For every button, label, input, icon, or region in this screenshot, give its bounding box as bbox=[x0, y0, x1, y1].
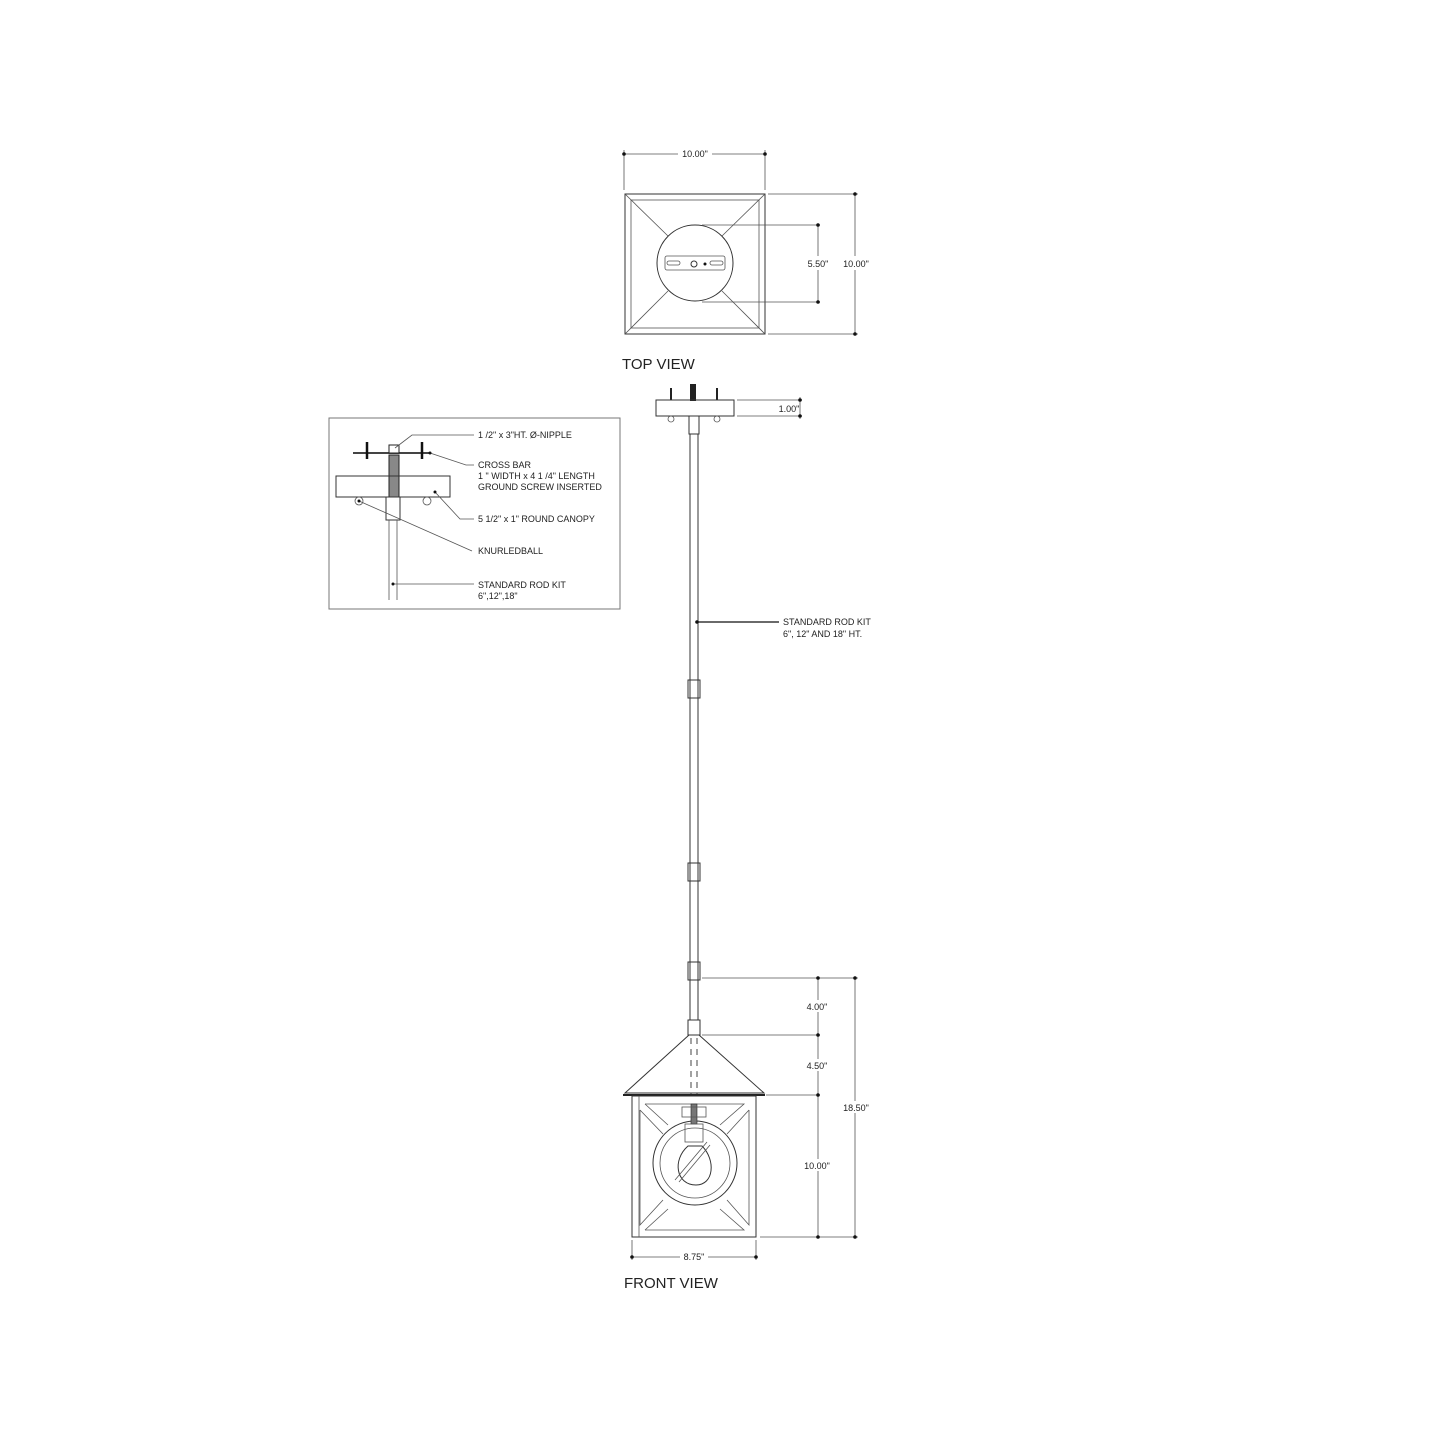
front-view-lantern: 4.00" 4.50" 10.00" 18.50" 8.75" FRONT VI… bbox=[623, 976, 869, 1292]
crossbar-label: CROSS BAR bbox=[478, 460, 532, 470]
lantern-width-label: 8.75" bbox=[684, 1252, 705, 1262]
canopy-circle bbox=[656, 224, 734, 302]
canopy-diameter-dimension: 5.50" bbox=[702, 223, 828, 304]
top-width-label: 10.00" bbox=[682, 149, 708, 159]
canopy-height-label: 1.00" bbox=[779, 404, 800, 414]
rod-callout-line2: 6", 12" AND 18" HT. bbox=[783, 629, 862, 639]
top-view-roof-hips bbox=[624, 193, 766, 335]
light-bulb-icon bbox=[677, 1145, 712, 1186]
canopy-diameter-label: 5.50" bbox=[808, 259, 829, 269]
canopy bbox=[655, 399, 735, 417]
top-depth-label: 10.00" bbox=[843, 259, 869, 269]
knurled-ball-label: KNURLEDBALL bbox=[478, 546, 543, 556]
top-view-outer-square bbox=[624, 193, 766, 335]
top-view-inner-square bbox=[630, 199, 760, 329]
top-depth-dimension: 10.00" bbox=[768, 192, 869, 336]
body-height-label: 10.00" bbox=[804, 1161, 830, 1171]
neck-height-label: 4.00" bbox=[807, 1002, 828, 1012]
canopy-label: 5 1/2" x 1" ROUND CANOPY bbox=[478, 514, 595, 524]
mounting-detail-inset: 1 /2" x 3"HT. Ø-NIPPLE CROSS BAR 1 " WID… bbox=[328, 417, 621, 610]
roof-height-label: 4.50" bbox=[807, 1061, 828, 1071]
rod-coupling bbox=[687, 679, 701, 699]
canopy-height-dimension: 1.00" bbox=[737, 397, 802, 419]
height-dimensions: 4.00" 4.50" 10.00" 18.50" bbox=[702, 976, 869, 1239]
rod-coupling bbox=[687, 862, 701, 882]
lantern-roof bbox=[623, 1034, 766, 1094]
rod-lengths-label: 6",12",18" bbox=[478, 591, 518, 601]
crossbar-plate bbox=[664, 255, 726, 271]
front-view-title: FRONT VIEW bbox=[624, 1275, 719, 1292]
top-width-dimension: 10.00" bbox=[622, 149, 767, 190]
top-view: 10.00" 10.00" 5.50" TOP VIEW bbox=[622, 149, 869, 373]
total-height-label: 18.50" bbox=[843, 1103, 869, 1113]
ground-screw-label: GROUND SCREW INSERTED bbox=[478, 482, 602, 492]
canopy-and-rod: 1.00" STANDARD ROD KIT 6", 12" AND 18" H… bbox=[655, 384, 871, 1020]
rod-callout-line1: STANDARD ROD KIT bbox=[783, 617, 871, 627]
width-dimension: 8.75" bbox=[630, 1240, 758, 1262]
rod-coupling bbox=[687, 961, 701, 981]
lantern-body bbox=[631, 1095, 757, 1238]
top-view-title: TOP VIEW bbox=[622, 356, 696, 373]
rod-callout: STANDARD ROD KIT 6", 12" AND 18" HT. bbox=[695, 617, 871, 639]
rod-kit-label: STANDARD ROD KIT bbox=[478, 580, 566, 590]
crossbar-size-label: 1 " WIDTH x 4 1 /4" LENGTH bbox=[478, 471, 595, 481]
nipple-label: 1 /2" x 3"HT. Ø-NIPPLE bbox=[478, 430, 572, 440]
